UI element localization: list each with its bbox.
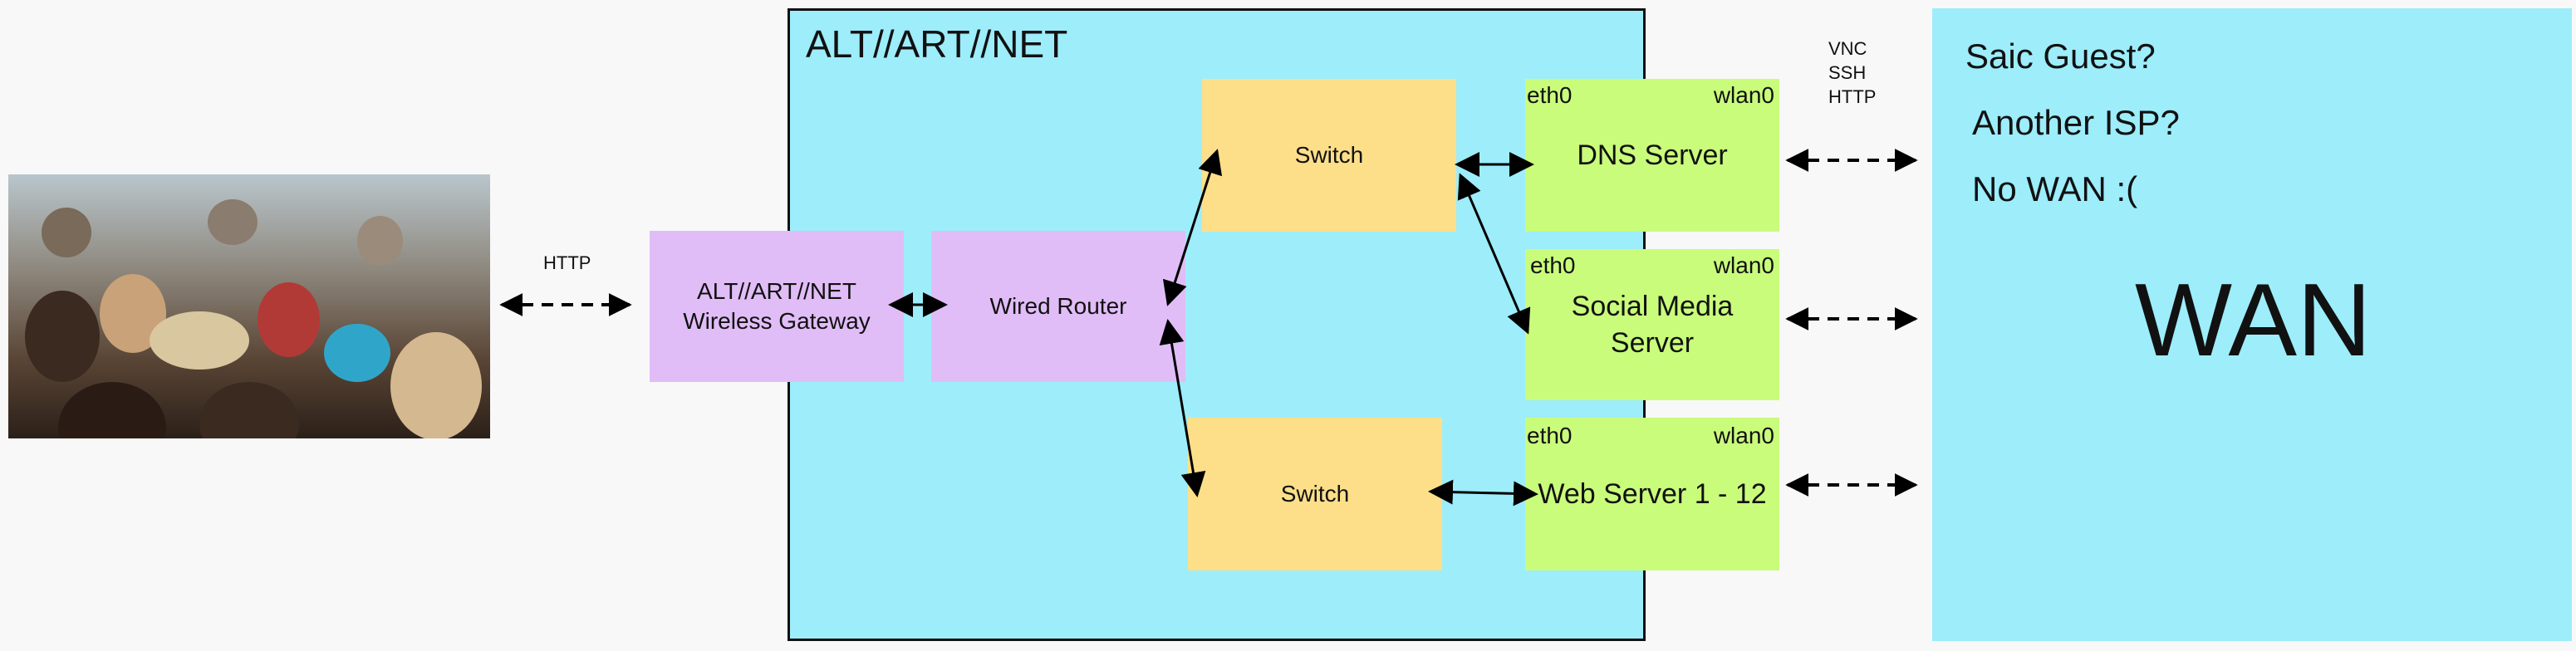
web-server-label: Web Server 1 - 12	[1538, 477, 1767, 510]
dns-eth0-port: eth0	[1527, 82, 1573, 108]
network-title: ALT//ART//NET	[806, 22, 1068, 66]
router-switch-top-link	[1162, 149, 1223, 306]
web-wlan0-port: wlan0	[1713, 423, 1774, 448]
switch-bottom-node: Switch	[1188, 418, 1442, 570]
http-label: HTTP	[543, 252, 591, 273]
social-server-line1: Social Media	[1571, 290, 1734, 322]
dns-server-node: eth0 wlan0 DNS Server	[1525, 79, 1779, 232]
switch-top-node: Switch	[1202, 79, 1456, 232]
router-switch-bottom-link	[1159, 319, 1206, 497]
switch-social-link	[1457, 173, 1531, 335]
protocol-ssh: SSH	[1828, 62, 1867, 84]
switch-bottom-label: Switch	[1280, 480, 1350, 507]
gateway-line1: ALT//ART//NET	[697, 277, 856, 304]
gateway-line2: Wireless Gateway	[683, 308, 871, 334]
protocols-label: VNC SSH HTTP	[1828, 37, 1876, 109]
crowd-photo	[8, 174, 490, 438]
wan-option-no-wan: No WAN :(	[1972, 169, 2138, 208]
protocol-vnc: VNC	[1828, 38, 1867, 59]
social-server-line2: Server	[1610, 327, 1695, 359]
dns-server-label: DNS Server	[1577, 139, 1728, 171]
dns-wlan0-port: wlan0	[1713, 82, 1774, 108]
wan-label: WAN	[2135, 263, 2372, 378]
web-eth0-port: eth0	[1527, 423, 1573, 448]
wireless-gateway-node: ALT//ART//NET Wireless Gateway	[650, 231, 904, 382]
wan-option-saic-guest: Saic Guest?	[1965, 37, 2156, 76]
social-wlan0-port: wlan0	[1713, 252, 1774, 278]
social-eth0-port: eth0	[1530, 252, 1576, 278]
switch-web-link	[1428, 479, 1538, 507]
wan-option-another-isp: Another ISP?	[1972, 103, 2180, 142]
switch-top-label: Switch	[1294, 141, 1364, 168]
router-label: Wired Router	[989, 292, 1127, 319]
social-media-server-node: eth0 wlan0 Social Media Server	[1525, 249, 1779, 400]
wan-box	[1932, 8, 2572, 641]
wired-router-node: Wired Router	[931, 231, 1185, 382]
protocol-http: HTTP	[1828, 86, 1877, 108]
web-server-node: eth0 wlan0 Web Server 1 - 12	[1525, 418, 1779, 570]
